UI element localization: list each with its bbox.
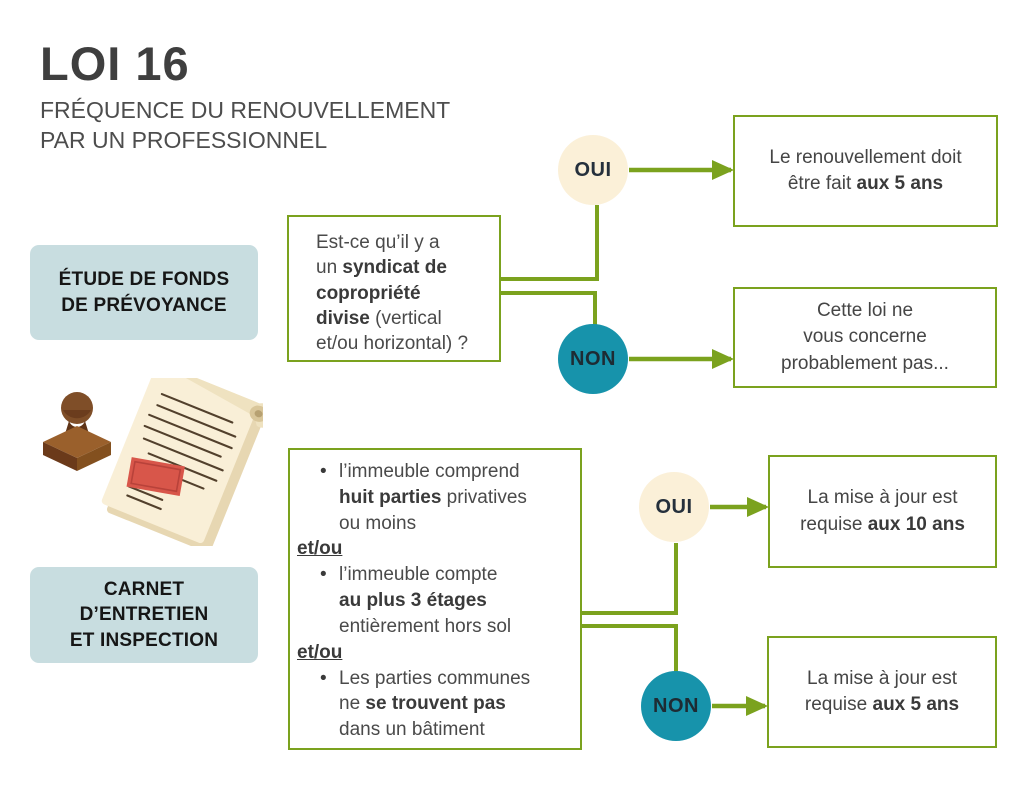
page-subtitle-line1: FRÉQUENCE DU RENOUVELLEMENT <box>40 97 451 123</box>
page-subtitle: FRÉQUENCE DU RENOUVELLEMENT PAR UN PROFE… <box>40 96 450 156</box>
decision-oui-2: OUI <box>639 472 709 542</box>
q1-line2-bold: syndicat de <box>342 257 447 279</box>
q2-i1-line3: ou moins <box>339 512 417 534</box>
non-label: NON <box>570 347 616 370</box>
q2-i3-line3: dans un bâtiment <box>339 719 485 741</box>
bullet-icon: • <box>320 564 327 586</box>
q1-line1: Est-ce qu’il y a <box>316 232 440 253</box>
outcome-mise-a-jour-10-ans-box: La mise à jour est requise aux 10 ans <box>768 455 997 568</box>
oui-label: OUI <box>574 158 612 181</box>
q2-i1-line2-post: privatives <box>441 486 527 508</box>
label-etude-line1: ÉTUDE DE FONDS <box>58 268 230 290</box>
outcome-renouvellement-box: Le renouvellement doit être fait aux 5 a… <box>733 115 998 227</box>
et-ou-separator-2: et/ou <box>297 641 343 663</box>
outcome-u10-line1: La mise à jour est <box>807 487 958 509</box>
non-label: NON <box>653 694 699 717</box>
outcome-pas-concerne-box: Cette loi ne vous concerne probablement … <box>733 287 997 388</box>
label-carnet-line3: ET INSPECTION <box>69 629 219 651</box>
bullet-icon: • <box>320 667 327 689</box>
question-immeuble-box: • l’immeuble comprend huit parties priva… <box>288 448 582 750</box>
bullet-icon: • <box>320 461 327 482</box>
q2-i3-line1: Les parties communes <box>339 667 531 689</box>
outcome-u5-line2-bold: aux 5 ans <box>872 694 960 715</box>
label-carnet-line1: CARNET <box>103 578 185 600</box>
stamp-document-illustration <box>43 378 263 546</box>
label-etude-line2: DE PRÉVOYANCE <box>61 294 227 316</box>
outcome-nc-line3: probablement pas... <box>781 352 949 374</box>
outcome-u5-line1: La mise à jour est <box>807 667 957 689</box>
outcome-renew-line1: Le renouvellement doit <box>769 146 962 168</box>
q2-i2-line3: entièrement hors sol <box>339 615 512 637</box>
page-title: LOI 16 <box>40 37 190 90</box>
decision-non-1: NON <box>558 324 628 394</box>
outcome-mise-a-jour-5-ans-box: La mise à jour est requise aux 5 ans <box>767 636 997 748</box>
label-etude-de-fonds: ÉTUDE DE FONDS DE PRÉVOYANCE <box>30 245 258 340</box>
q1-line5: et/ou horizontal) ? <box>316 333 469 355</box>
q2-i3-line2-pre: ne <box>339 693 366 715</box>
q2-i1-line2-bold: huit parties <box>339 486 442 508</box>
outcome-u10-line2-bold: aux 10 ans <box>867 513 965 535</box>
outcome-renew-line2-bold: aux 5 ans <box>856 173 944 194</box>
q2-i2-line2-bold: au plus 3 étages <box>339 590 487 612</box>
q1-line3-bold: copropriété <box>316 282 421 304</box>
outcome-nc-line2: vous concerne <box>803 326 927 348</box>
page-subtitle-line2: PAR UN PROFESSIONNEL <box>40 126 328 153</box>
q2-i1-line1: l’immeuble comprend <box>339 461 520 482</box>
bullet-item-huit-parties: • l’immeuble comprend huit parties priva… <box>297 459 576 536</box>
q1-line2-pre: un <box>316 257 343 279</box>
q1-line4-bold: divise <box>316 307 370 329</box>
question-syndicat-box: Est-ce qu’il y a un syndicat de copropri… <box>287 215 501 362</box>
bullet-item-parties-communes: • Les parties communes ne se trouvent pa… <box>297 666 576 743</box>
decision-oui-1: OUI <box>558 135 628 205</box>
q2-i3-line2-bold: se trouvent pas <box>365 693 506 715</box>
outcome-u5-line2-pre: requise <box>804 694 873 715</box>
rubber-stamp-graphic <box>43 392 111 471</box>
document-graphic <box>101 378 263 546</box>
label-carnet-entretien: CARNET D’ENTRETIEN ET INSPECTION <box>30 567 258 663</box>
red-stamp-mark <box>126 457 185 496</box>
outcome-nc-line1: Cette loi ne <box>816 300 914 322</box>
q1-line4-post: (vertical <box>369 307 442 329</box>
q2-i2-line1: l’immeuble compte <box>339 564 498 586</box>
decision-non-2: NON <box>641 671 711 741</box>
oui-label: OUI <box>655 495 693 518</box>
outcome-u10-line2-pre: requise <box>800 513 868 535</box>
outcome-renew-line2-pre: être fait <box>787 173 857 194</box>
et-ou-separator-1: et/ou <box>297 538 343 560</box>
label-carnet-line2: D’ENTRETIEN <box>79 604 209 626</box>
bullet-item-3-etages: • l’immeuble compte au plus 3 étages ent… <box>297 562 576 639</box>
